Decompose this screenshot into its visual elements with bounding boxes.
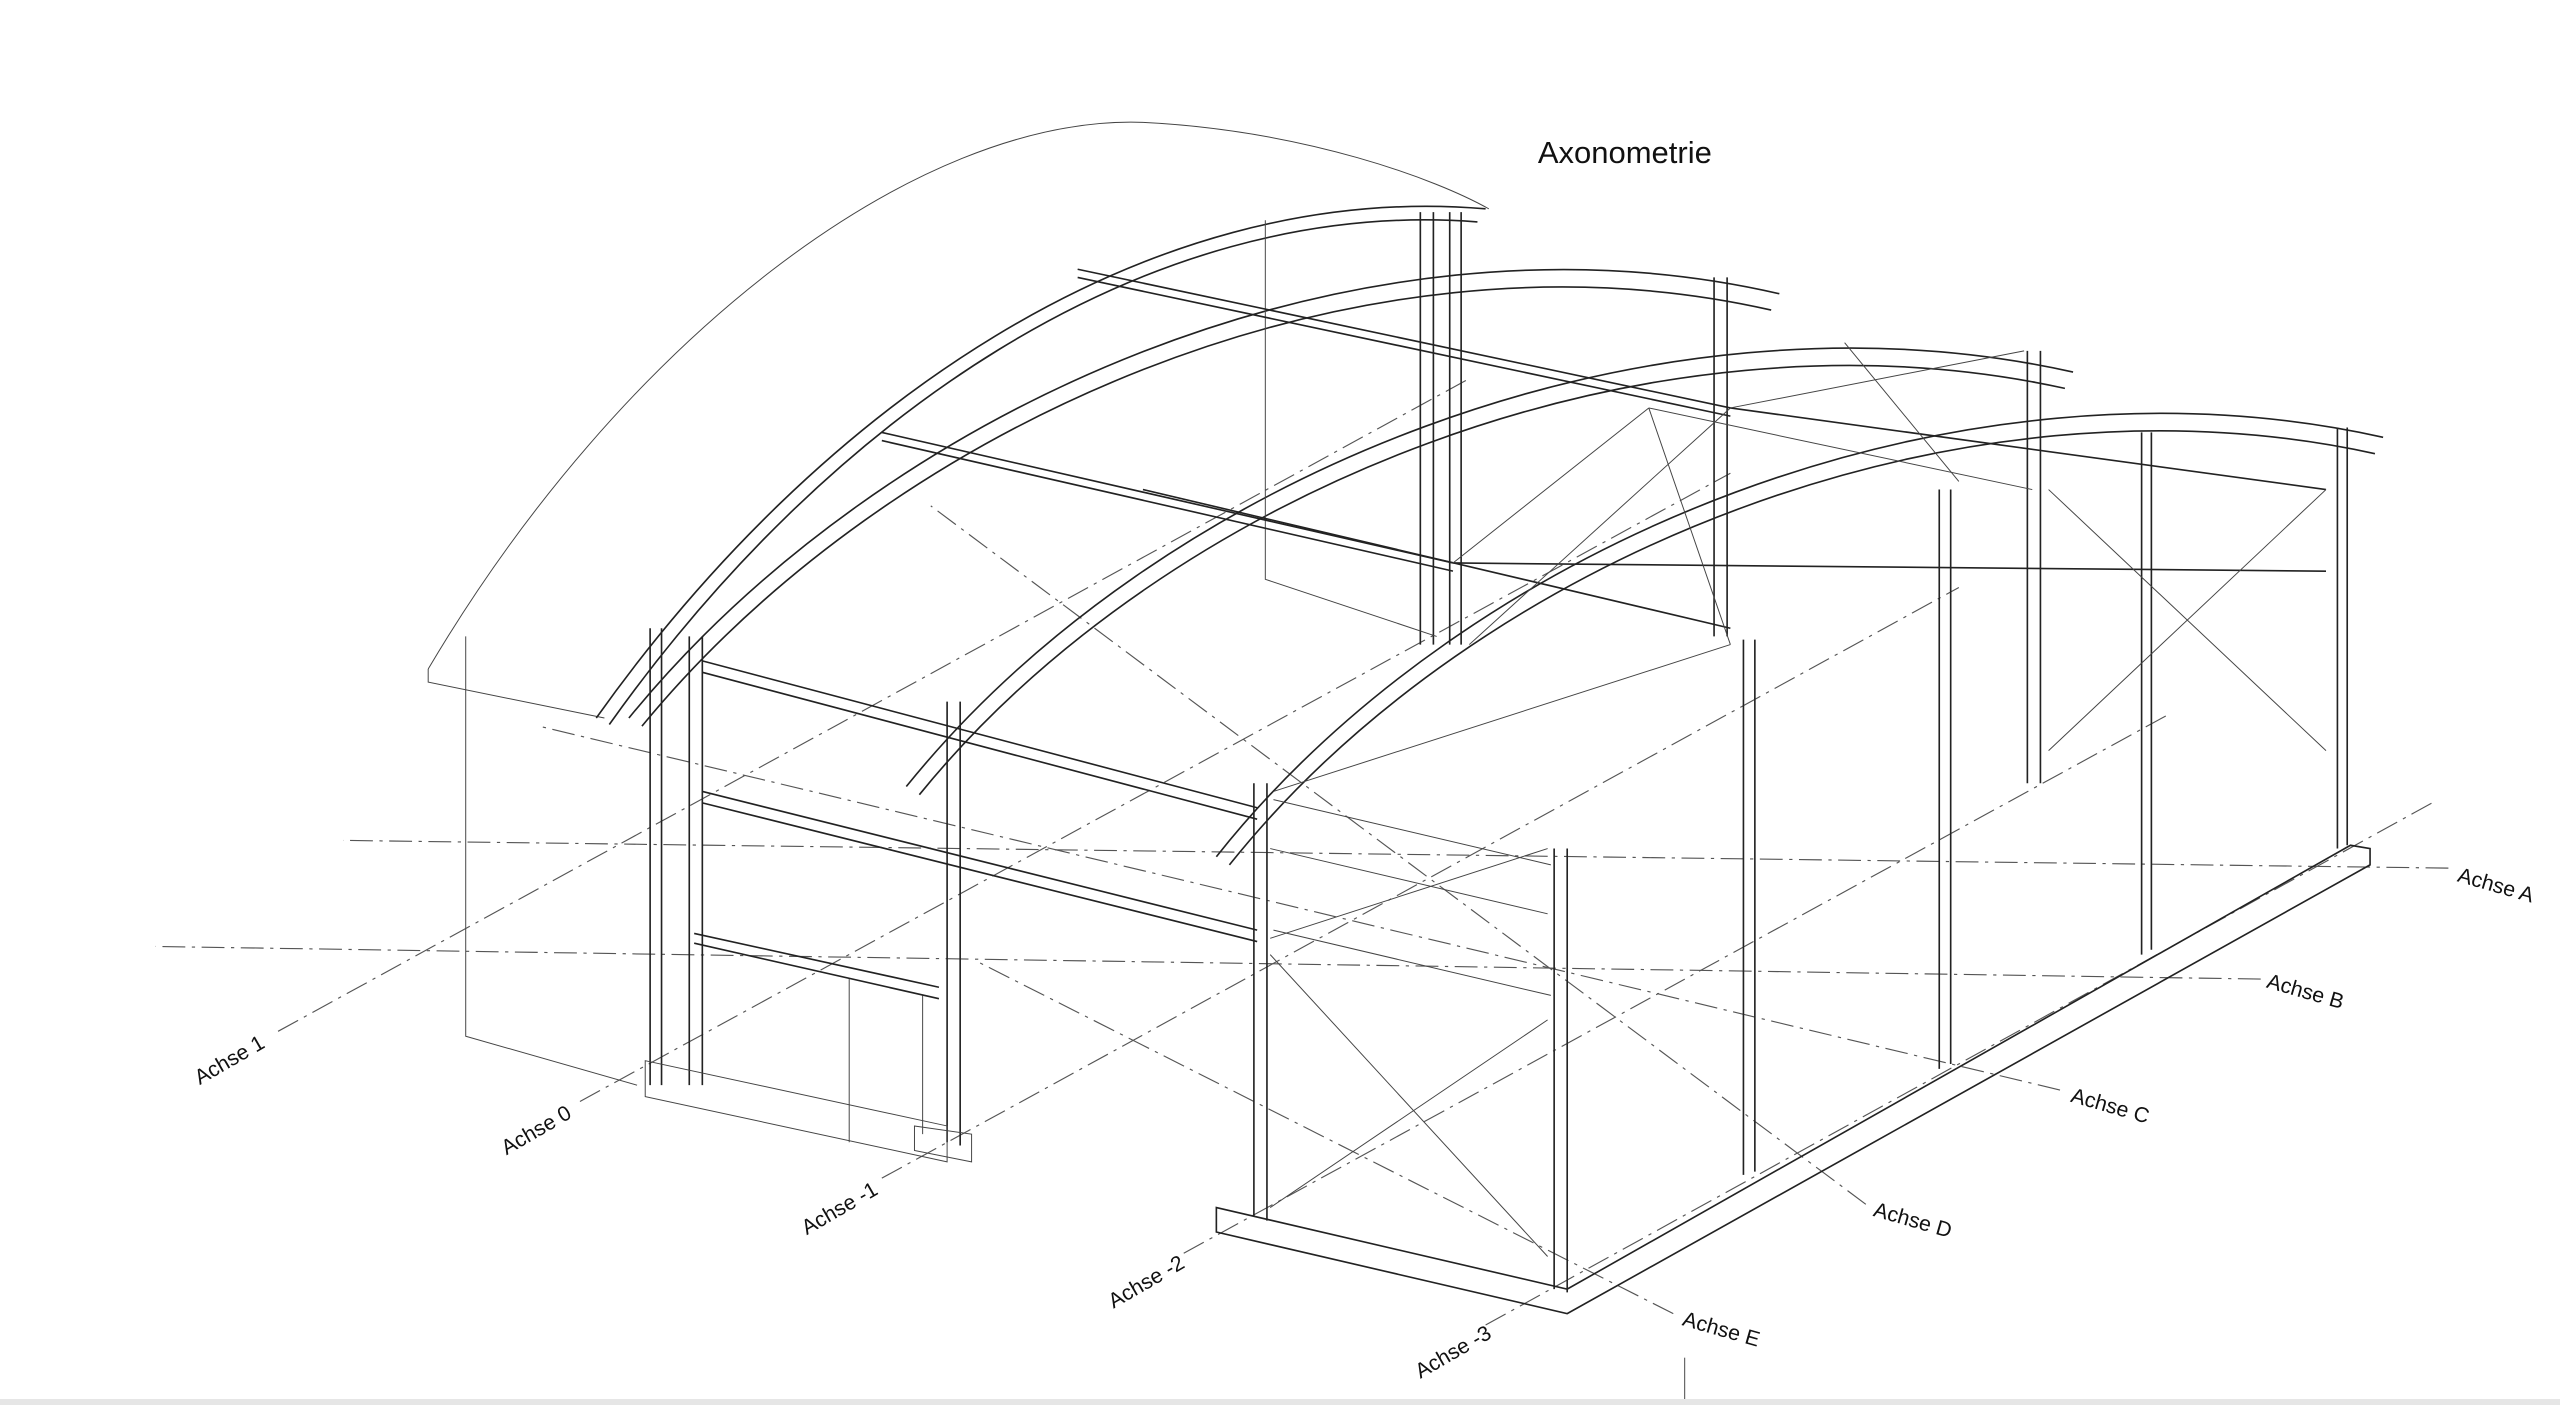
foundation-outline [644, 844, 2371, 1405]
axis-label-minus-3: Achse -3 [1411, 1321, 1495, 1383]
axis-label-b: Achse B [2264, 970, 2346, 1014]
lettered-axis-lines [155, 505, 2449, 1315]
axis-line-c [539, 725, 2061, 1091]
axis-label-e: Achse E [1680, 1308, 1762, 1352]
axis-line-minus-1 [881, 586, 1960, 1179]
axis-line-d [930, 505, 1867, 1205]
cross-bracing [1269, 342, 2327, 1257]
drawing-title: Axonometrie [1538, 135, 1712, 170]
columns [649, 212, 2349, 1293]
numbered-axis-lines [277, 378, 2433, 1326]
roof-shell [427, 121, 1490, 1086]
axis-label-1: Achse 1 [191, 1031, 269, 1089]
axis-label-minus-1: Achse -1 [798, 1178, 882, 1240]
axis-label-a: Achse A [2455, 864, 2537, 908]
bottom-edge [0, 1399, 2560, 1405]
axis-line-e [979, 962, 1674, 1315]
axis-line-1 [277, 378, 1470, 1032]
axis-label-c: Achse C [2068, 1084, 2151, 1128]
axis-label-minus-2: Achse -2 [1105, 1251, 1189, 1313]
axis-line-b [155, 945, 2261, 980]
purlins [693, 268, 2327, 1000]
axis-label-0: Achse 0 [498, 1101, 576, 1159]
axis-line-a [343, 839, 2449, 869]
axis-label-d: Achse D [1871, 1198, 1954, 1242]
axis-line-minus-3 [1485, 802, 2433, 1326]
arch-frames [595, 205, 2384, 866]
axis-line-0 [579, 472, 1731, 1102]
axis-line-minus-2 [1183, 712, 2172, 1254]
